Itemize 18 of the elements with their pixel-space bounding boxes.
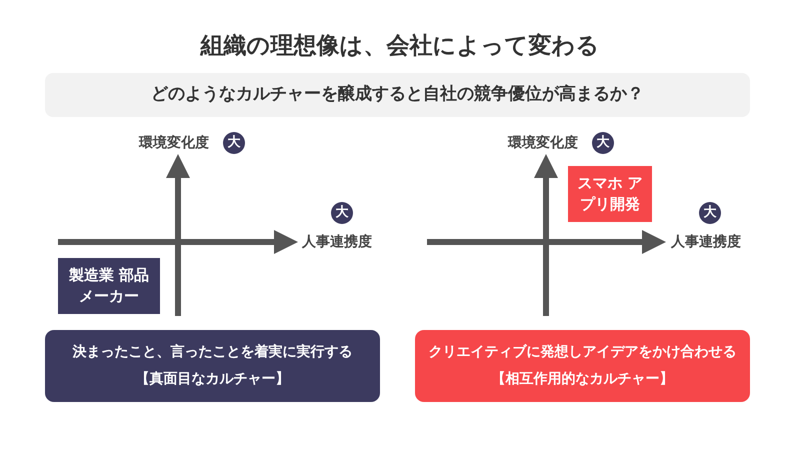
culture-name: 【相互作用的なカルチャー】 bbox=[492, 370, 674, 389]
culture-description: 決まったこと、言ったことを着実に実行する bbox=[72, 342, 352, 362]
axis-label: 人事連携度 bbox=[671, 233, 741, 251]
culture-name: 【真面目なカルチャー】 bbox=[136, 370, 290, 389]
axis-label: 環境変化度 bbox=[508, 134, 578, 152]
question-banner: どのようなカルチャーを醸成すると自社の競争優位が高まるか？ bbox=[45, 73, 750, 117]
title: 組織の理想像は、会社によって変わる bbox=[199, 32, 600, 61]
culture-box bbox=[415, 330, 750, 402]
category-box: 製造業 部品メーカー bbox=[58, 258, 160, 314]
category-box: スマホ アプリ開発 bbox=[568, 166, 652, 222]
scale-badge: 大 bbox=[223, 132, 245, 154]
scale-badge: 大 bbox=[592, 132, 614, 154]
culture-box bbox=[45, 330, 380, 402]
scale-badge: 大 bbox=[699, 202, 721, 224]
scale-badge: 大 bbox=[331, 202, 353, 224]
axis-label: 人事連携度 bbox=[302, 233, 372, 251]
culture-description: クリエイティブに発想しアイデアをかけ合わせる bbox=[428, 343, 736, 362]
axis-label: 環境変化度 bbox=[139, 134, 209, 152]
